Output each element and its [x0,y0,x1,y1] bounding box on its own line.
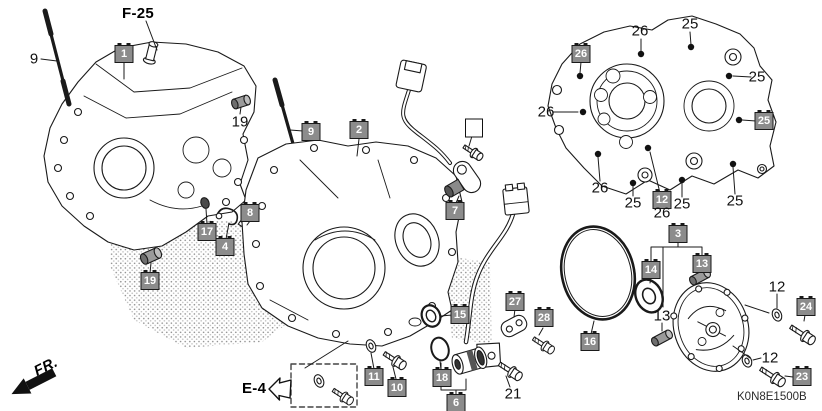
callout-box-16[interactable]: 16 [580,331,600,351]
callout-plain-25-top[interactable]: 25 [681,15,699,33]
callout-box-13[interactable]: 13 [692,253,712,273]
gasket-face-drawing [547,15,777,195]
breather-fitting [142,41,159,65]
callout-box-9[interactable]: 9 [301,121,321,141]
washer-12-upper [771,308,783,322]
bolt-10 [382,351,407,371]
callout-box-8[interactable]: 8 [240,202,260,222]
callout-box-27[interactable]: 27 [505,291,525,311]
callout-plain-12-upper[interactable]: 12 [768,278,786,296]
ref-label-f25[interactable]: F-25 [122,5,155,22]
callout-box-4[interactable]: 4 [215,236,235,256]
callout-plain-26-left[interactable]: 26 [537,103,555,121]
bolt-white-box [462,144,484,162]
callout-box-15[interactable]: 15 [450,304,470,324]
callout-plain-25-bottom[interactable]: 25 [624,194,642,212]
bushing-19-bottom [139,247,163,265]
dowel-13b [650,329,674,347]
callout-box-28[interactable]: 28 [534,307,554,327]
callout-box-7[interactable]: 7 [445,200,465,220]
crankcase-right-drawing [241,139,463,347]
e4-arrow-icon [268,377,292,401]
callout-box-10[interactable]: 10 [387,377,407,397]
seal-15 [420,304,442,328]
callout-box-26[interactable]: 26 [571,43,591,63]
callout-plain-26-bottommid[interactable]: 26 [653,204,671,222]
oil-seal-14 [634,278,664,314]
callout-box-19[interactable]: 19 [140,270,160,290]
leader-lines [40,20,806,396]
stud-9-left [42,8,72,107]
oring-18 [430,336,450,362]
plate-27 [500,314,528,338]
ref-label-e4[interactable]: E-4 [242,380,267,397]
callout-plain-19[interactable]: 19 [231,113,249,131]
callout-plain-21[interactable]: 21 [504,385,522,403]
oring-16 [559,225,637,321]
callout-empty-box [465,118,483,138]
callout-plain-12-lower[interactable]: 12 [761,349,779,367]
callout-box-2[interactable]: 2 [349,119,369,139]
callout-plain-25-bottom2[interactable]: 25 [673,195,691,213]
plug-17 [200,197,210,209]
callout-box-1[interactable]: 1 [114,43,134,63]
callout-plain-26-top[interactable]: 26 [631,22,649,40]
callout-box-25[interactable]: 25 [754,110,774,130]
diagram-code: K0N8E1500B [737,391,807,403]
bolt-28 [531,336,555,355]
callout-plain-25-right[interactable]: 25 [748,68,766,86]
bolt-23 [759,366,786,388]
callout-box-11[interactable]: 11 [364,366,384,386]
callout-plain-9[interactable]: 9 [29,50,39,68]
sensor-7-drawing [395,59,482,198]
callout-box-14[interactable]: 14 [641,259,661,279]
callout-box-23[interactable]: 23 [792,366,812,386]
callout-box-12[interactable]: 12 [652,189,672,209]
callout-box-17[interactable]: 17 [197,221,217,241]
callout-box-18[interactable]: 18 [432,367,452,387]
callout-plain-25-bottomright[interactable]: 25 [726,192,744,210]
bolt-24 [789,324,816,346]
fr-arrow-icon [11,368,57,395]
dowel-dots [576,43,743,187]
callout-box-24[interactable]: 24 [796,296,816,316]
callout-box-3[interactable]: 3 [668,223,688,243]
callout-plain-26-bottomleft[interactable]: 26 [591,179,609,197]
callout-box-6[interactable]: 6 [446,392,466,411]
clip-4 [215,207,239,226]
callout-plain-13[interactable]: 13 [653,307,671,325]
cover-plate-3 [670,282,750,373]
bolt-21 [497,361,523,382]
washer-11 [365,339,377,353]
bushing-19-top [231,94,251,110]
